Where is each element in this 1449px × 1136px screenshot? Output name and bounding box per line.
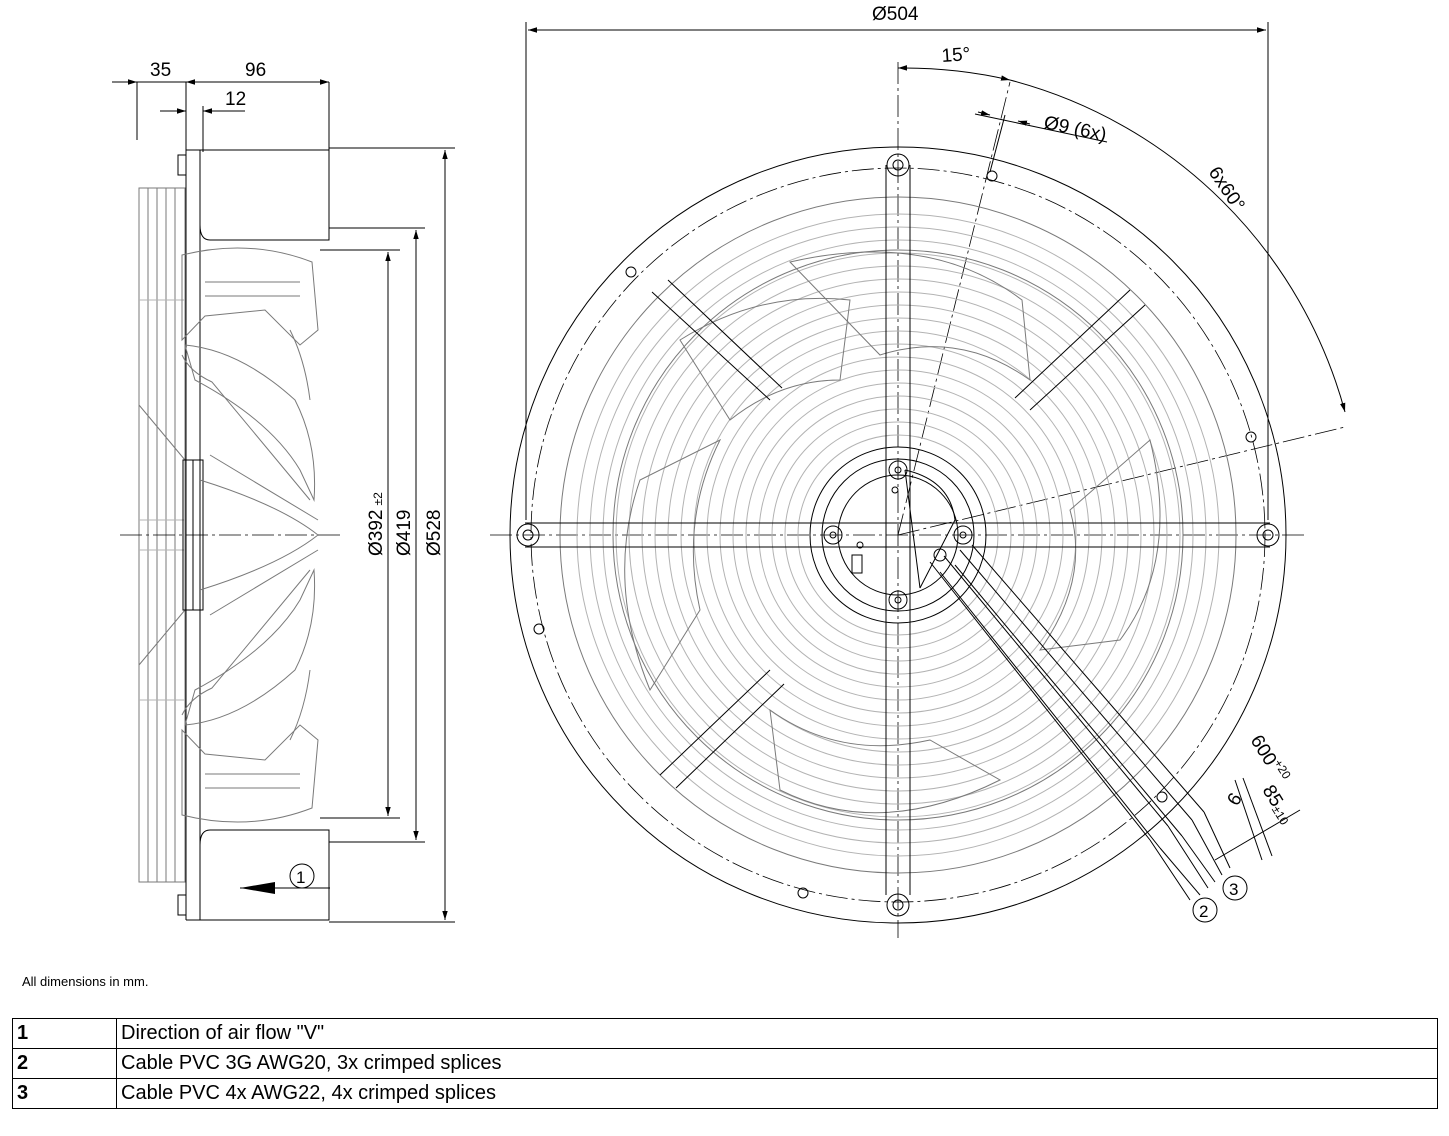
callout-1: 1: [296, 868, 305, 887]
dim-35: 35: [150, 60, 171, 81]
legend-table: 1 Direction of air flow "V" 2 Cable PVC …: [12, 1018, 1438, 1109]
grille-ring: [732, 369, 1064, 701]
dim-96: 96: [245, 60, 266, 81]
grille-ring: [602, 239, 1194, 831]
grille-ring: [797, 434, 999, 636]
dim-dia-528: Ø528: [424, 510, 445, 556]
legend-row: 1 Direction of air flow "V": [12, 1018, 1438, 1049]
dim-dia-419: Ø419: [394, 510, 415, 556]
grille-ring: [784, 421, 1012, 649]
callout-3: 3: [1229, 880, 1238, 899]
grille-ring: [745, 382, 1051, 688]
dim-12: 12: [225, 89, 246, 110]
legend-text: Cable PVC 3G AWG20, 3x crimped splices: [116, 1048, 1438, 1079]
dim-strip-85: 85±10: [1258, 782, 1298, 828]
grille-ring: [641, 278, 1155, 792]
callout-2: 2: [1199, 902, 1208, 921]
legend-number: 3: [12, 1078, 117, 1109]
legend-text: Cable PVC 4x AWG22, 4x crimped splices: [116, 1078, 1438, 1109]
grille-ring: [680, 317, 1116, 753]
grille-ring: [589, 226, 1207, 844]
dim-strip-6: 6: [1223, 790, 1246, 810]
legend-number: 2: [12, 1048, 117, 1079]
legend-row: 2 Cable PVC 3G AWG20, 3x crimped splices: [12, 1048, 1438, 1079]
legend-number: 1: [12, 1018, 117, 1049]
dim-cable-length: 600+20: [1246, 730, 1294, 787]
dim-dia-392: Ø392±2: [366, 492, 387, 556]
legend-row: 3 Cable PVC 4x AWG22, 4x crimped splices: [12, 1078, 1438, 1109]
dim-hole-dia: Ø9 (6x): [1042, 112, 1108, 146]
grille-ring: [628, 265, 1168, 805]
front-view: 2 3 Ø504 15° Ø9 (6x) 6x60° 600+20 85±10: [490, 4, 1346, 938]
grille-ring: [719, 356, 1077, 714]
grille-ring: [654, 291, 1142, 779]
technical-drawing: 35 96 12: [112, 4, 1346, 938]
units-note: All dimensions in mm.: [22, 974, 149, 989]
grille-ring: [576, 213, 1220, 857]
grille-ring: [771, 408, 1025, 662]
grille-ring: [758, 395, 1038, 675]
grille-ring: [706, 343, 1090, 727]
grille-ring: [667, 304, 1129, 766]
legend-text: Direction of air flow "V": [116, 1018, 1438, 1049]
dim-angle-15: 15°: [941, 44, 971, 67]
side-view: 35 96 12: [112, 60, 455, 923]
dim-dia-504: Ø504: [872, 4, 919, 25]
